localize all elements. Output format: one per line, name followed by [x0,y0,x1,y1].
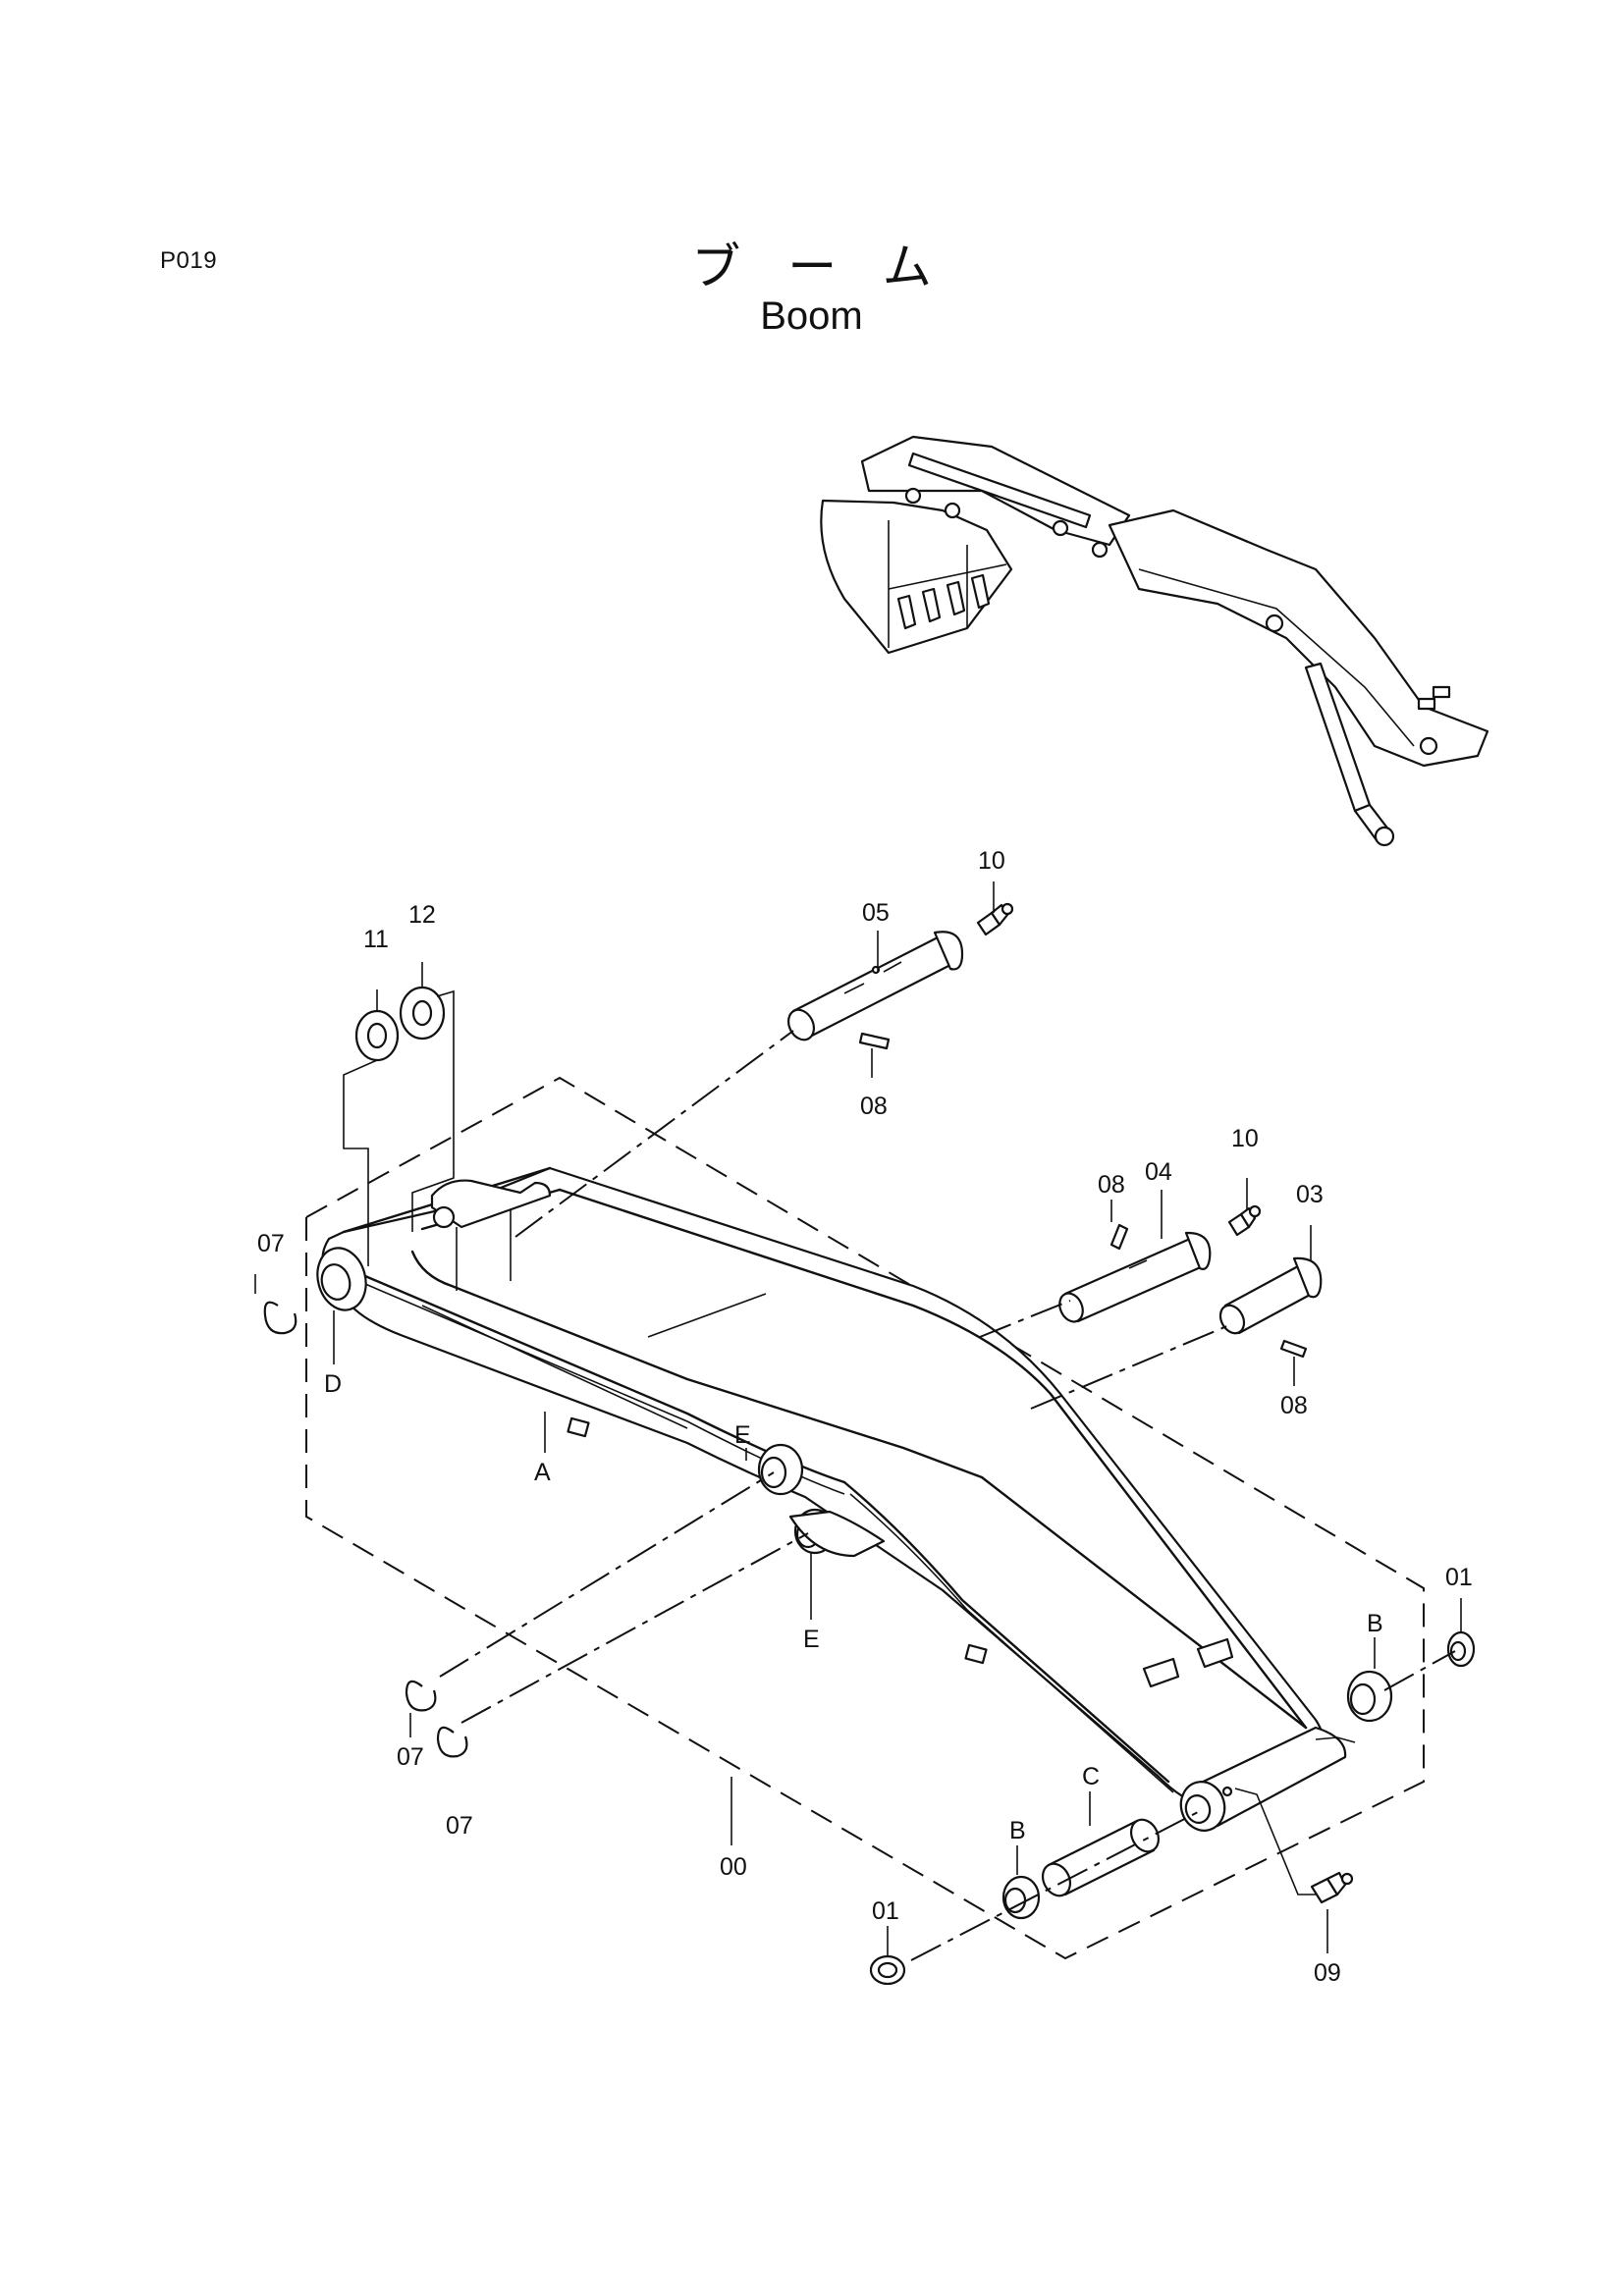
grease-fitting-09 [1310,1871,1354,1904]
snap-ring-07-left [263,1301,298,1335]
pin-04 [1058,1231,1212,1323]
callout-B-right: B [1367,1610,1383,1637]
callout-C: C [1082,1763,1100,1790]
callout-08-right: 08 [1280,1392,1308,1419]
inset-excavator-illustration [820,435,1489,847]
title-english: Boom [760,294,863,338]
boom-assembly [316,1166,1347,1832]
callout-03: 03 [1296,1181,1324,1208]
callout-09: 09 [1314,1959,1341,1987]
grease-fitting-10-second [1227,1204,1262,1237]
callout-07-left: 07 [257,1230,285,1257]
page-code: P019 [160,247,218,274]
pin-05 [786,931,964,1041]
sleeve-c [1041,1818,1161,1897]
callout-07-low: 07 [446,1812,473,1840]
callout-01-right: 01 [1445,1564,1473,1591]
callout-E-top: E [734,1421,751,1449]
callout-D: D [324,1370,342,1398]
grease-fitting-10-top [976,902,1014,936]
callout-00: 00 [720,1853,747,1881]
callout-05: 05 [862,899,890,927]
title-japanese: ブーム [691,239,979,295]
pin-03 [1218,1256,1323,1335]
snap-ring-07-mid [405,1680,437,1712]
snap-ring-07-low [436,1726,468,1758]
callout-11: 11 [363,926,389,953]
bushing-b-right [1346,1670,1393,1723]
callout-04: 04 [1145,1158,1172,1186]
callout-08-mid: 08 [1098,1171,1125,1199]
assembly-boundary [305,1076,1425,1960]
callout-07-mid: 07 [397,1743,424,1771]
callout-01-lower: 01 [872,1897,899,1925]
callout-A: A [534,1459,551,1486]
callout-B-lower: B [1009,1817,1026,1844]
callout-10-second: 10 [1231,1125,1259,1152]
callout-E-bottom: E [803,1626,820,1653]
callout-10-top: 10 [978,847,1005,875]
callout-12: 12 [408,901,436,929]
callout-08-top: 08 [860,1093,888,1120]
